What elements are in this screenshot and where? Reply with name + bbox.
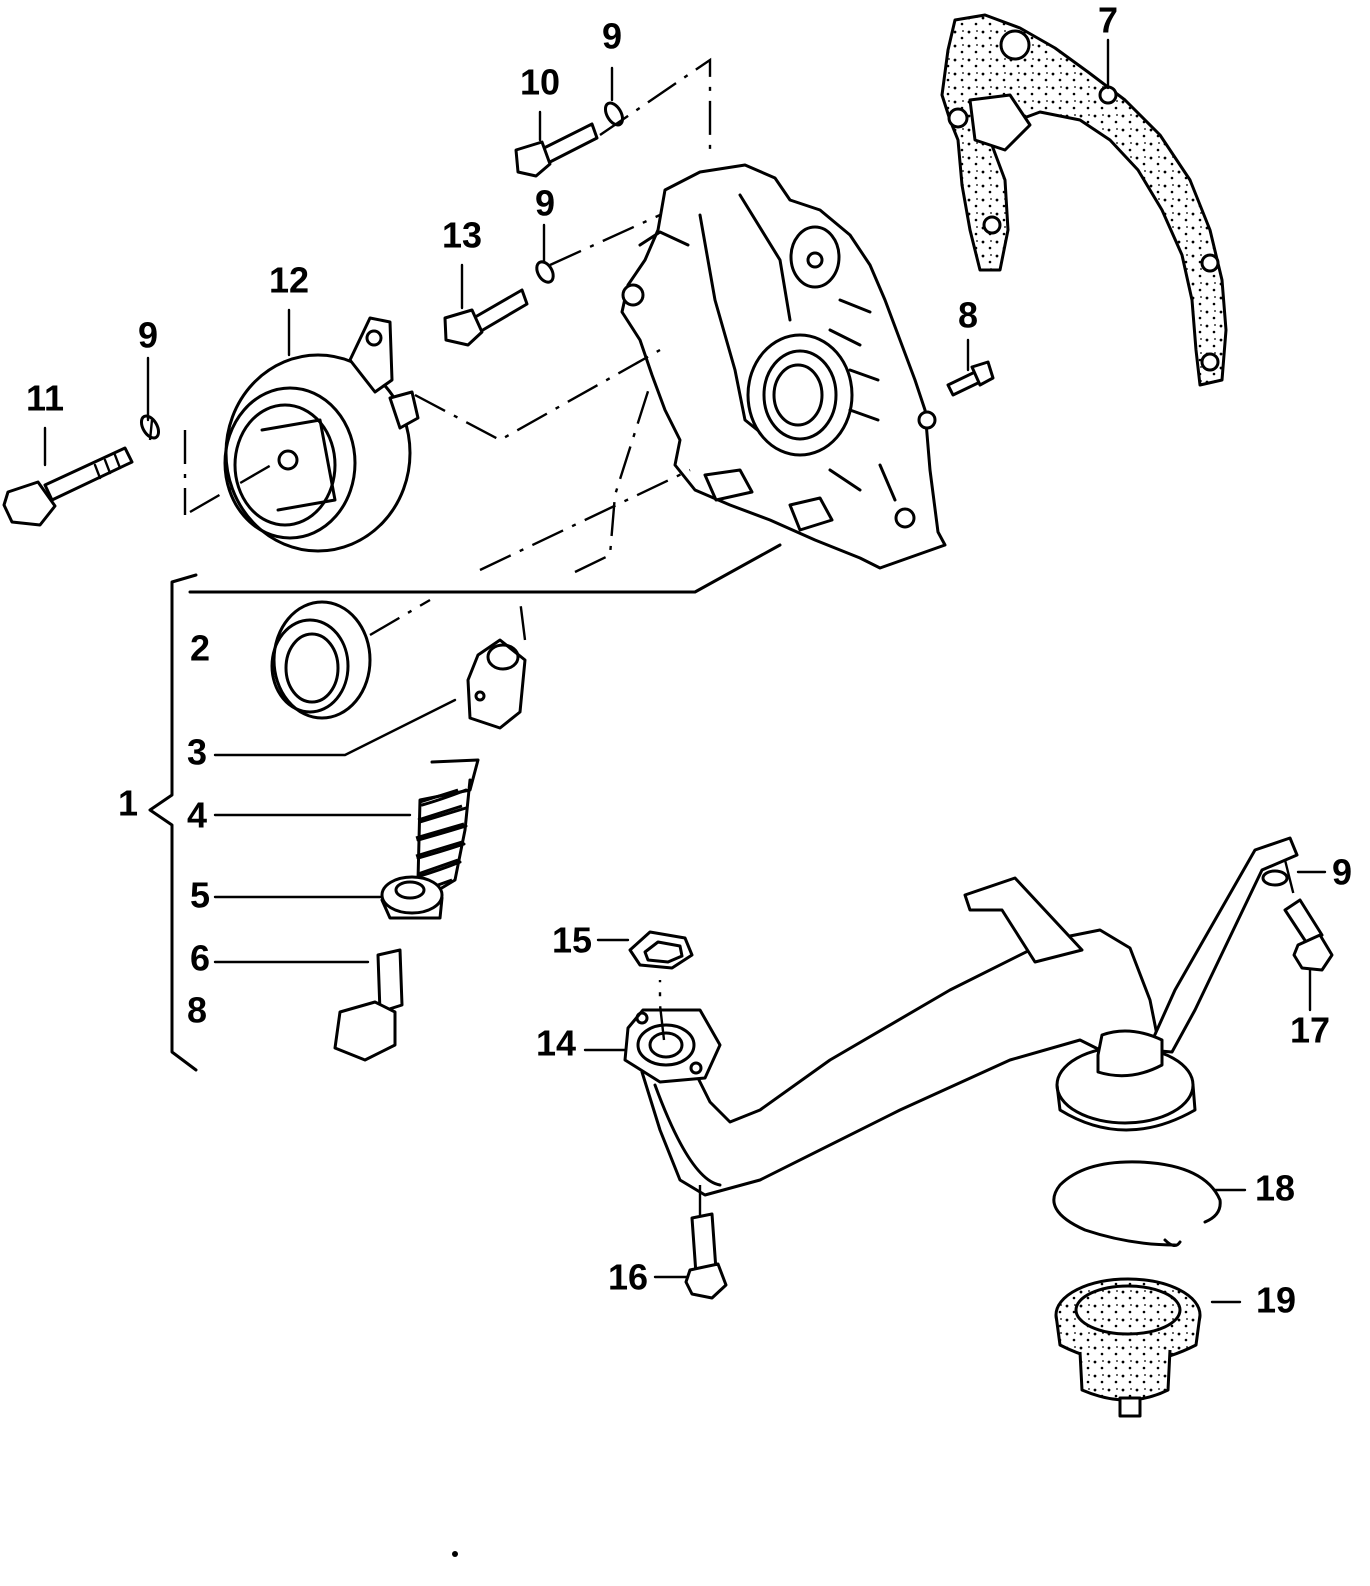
relief-valve-spring xyxy=(415,758,480,897)
callout-10: 10 xyxy=(520,62,560,103)
callout-9-mid: 9 xyxy=(535,183,555,224)
callout-9-top: 9 xyxy=(602,16,622,57)
bolt-17 xyxy=(1283,898,1334,972)
callout-18: 18 xyxy=(1255,1168,1295,1209)
bolt-8-right xyxy=(946,360,995,397)
washer-9-mid xyxy=(535,260,555,284)
callout-14: 14 xyxy=(536,1023,576,1064)
oil-strainer-19 xyxy=(1054,1277,1202,1418)
bolt-11 xyxy=(2,446,134,527)
callout-16: 16 xyxy=(608,1257,648,1298)
assembly-1-bracket xyxy=(148,543,782,1072)
callout-9-left: 9 xyxy=(138,315,158,356)
front-seal xyxy=(270,600,372,720)
oil-pickup-tube xyxy=(623,836,1299,1197)
callout-13: 13 xyxy=(442,215,482,256)
stray-dot xyxy=(452,1551,458,1557)
timing-cover-gasket xyxy=(940,13,1228,387)
relief-valve-washer xyxy=(380,875,444,920)
snap-ring-18 xyxy=(1052,1160,1222,1247)
relief-valve-piston xyxy=(466,638,527,730)
bolt-13 xyxy=(443,288,529,347)
leader-lines xyxy=(43,38,1327,1304)
callout-12: 12 xyxy=(269,260,309,301)
oil-pump-housing xyxy=(620,163,947,570)
callout-1: 1 xyxy=(118,783,138,824)
callout-9-right: 9 xyxy=(1332,852,1352,893)
callouts: 1 2 3 4 5 6 8 7 8 9 9 9 9 10 11 12 13 14… xyxy=(26,0,1352,1321)
assembly-lines xyxy=(148,57,1297,1215)
callout-5: 5 xyxy=(190,875,210,916)
bolt-10 xyxy=(514,122,599,178)
callout-19: 19 xyxy=(1256,1280,1296,1321)
callout-8-left: 8 xyxy=(187,990,207,1031)
callout-7: 7 xyxy=(1098,0,1118,41)
callout-3: 3 xyxy=(187,732,207,773)
washer-9-right xyxy=(1261,869,1289,887)
bolt-16 xyxy=(684,1212,728,1300)
washer-9-left xyxy=(139,414,161,440)
callout-11: 11 xyxy=(26,378,64,419)
callout-17: 17 xyxy=(1290,1010,1330,1051)
gasket-15 xyxy=(628,930,694,970)
callout-8-right: 8 xyxy=(958,295,978,336)
washer-9-top xyxy=(603,101,625,127)
callout-6: 6 xyxy=(190,938,210,979)
callout-4: 4 xyxy=(187,795,207,836)
relief-valve-plug xyxy=(333,948,404,1062)
callout-15: 15 xyxy=(552,920,592,961)
callout-2: 2 xyxy=(190,628,210,669)
tensioner-pulley xyxy=(223,316,420,553)
